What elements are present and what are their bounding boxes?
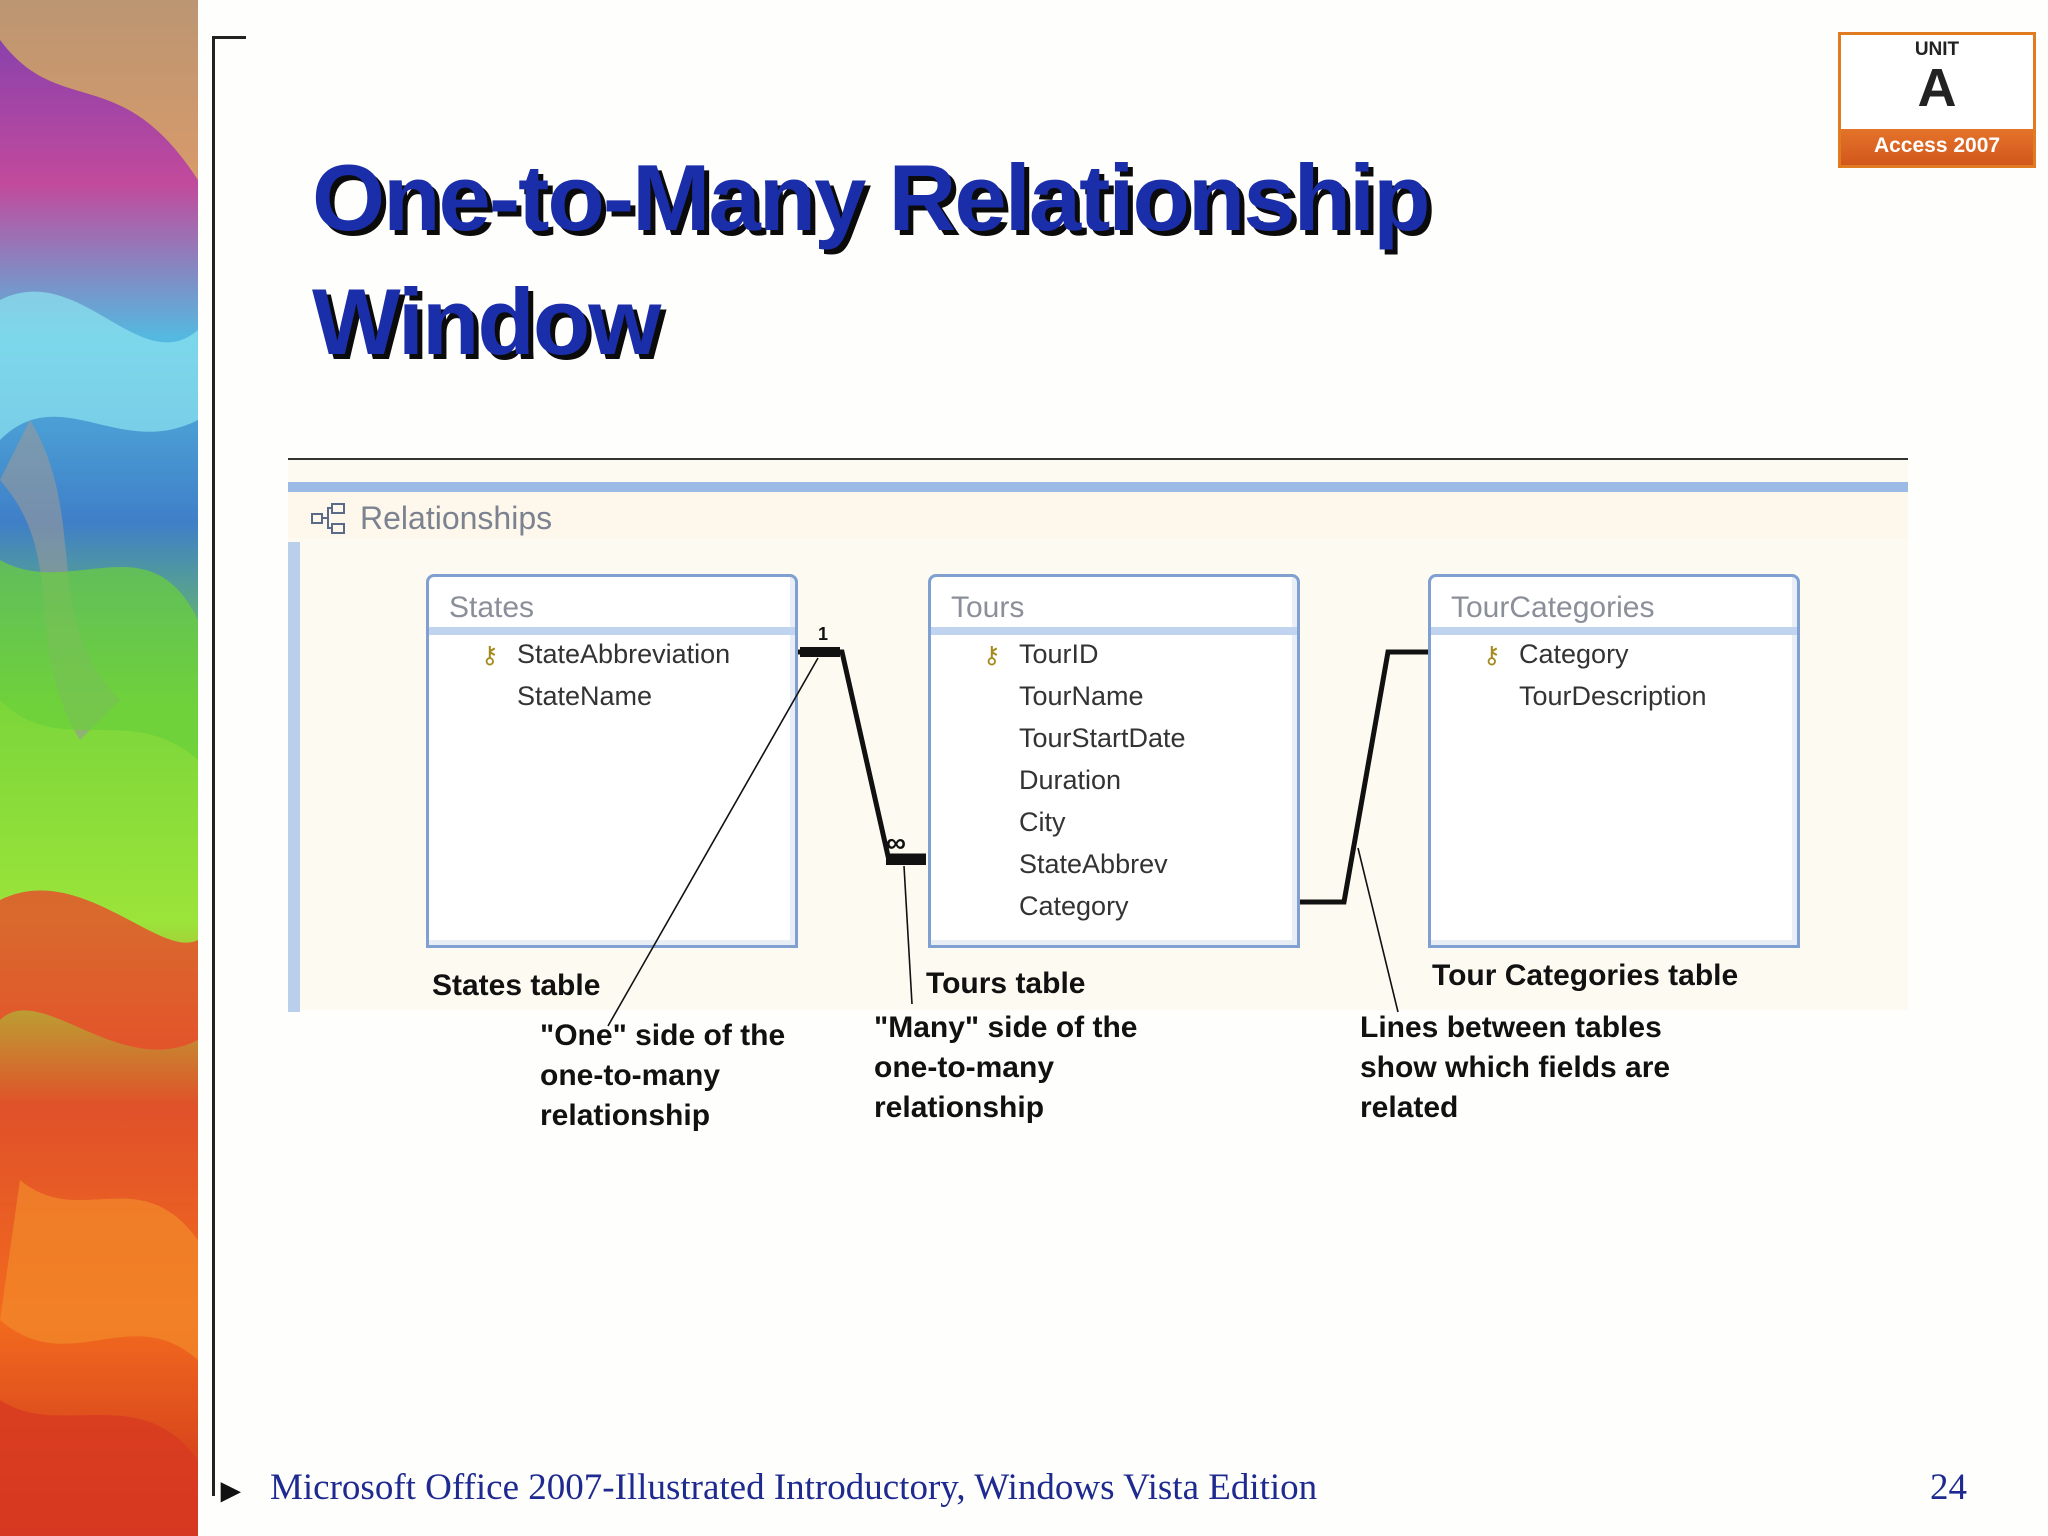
relationships-tab[interactable]: Relationships	[288, 482, 1908, 538]
field-name: TourDescription	[1519, 681, 1707, 711]
callout-line: related	[1360, 1091, 1459, 1124]
unit-badge: UNIT A Access 2007	[1838, 32, 2036, 168]
table-states[interactable]: States ⚷ StateAbbreviation StateName	[426, 574, 798, 948]
field-row[interactable]: ⚷ Category	[1431, 635, 1797, 677]
table-tours[interactable]: Tours ⚷ TourID TourName TourStartDate Dur…	[928, 574, 1300, 948]
table-title-divider	[931, 627, 1297, 635]
field-row[interactable]: TourName	[931, 677, 1297, 719]
unit-label: UNIT	[1914, 39, 1960, 60]
caption-tour-categories-table: Tour Categories table	[1432, 959, 1739, 992]
field-name: TourStartDate	[1019, 723, 1186, 753]
callout-many-side: "Many" side of the one-to-many relations…	[874, 1008, 1137, 1128]
field-name: City	[1019, 807, 1066, 837]
field-name: TourName	[1019, 681, 1144, 711]
field-row[interactable]: StateAbbrev	[931, 845, 1297, 887]
field-name: Category	[1519, 639, 1629, 669]
page-number: 24	[1930, 1467, 1967, 1508]
field-row[interactable]: StateName	[429, 677, 795, 719]
field-row[interactable]: TourStartDate	[931, 719, 1297, 761]
table-title-divider	[429, 627, 795, 635]
callout-line: relationship	[540, 1099, 711, 1132]
field-name: StateAbbreviation	[517, 639, 731, 669]
callout-one-side: "One" side of the one-to-many relationsh…	[540, 1016, 785, 1136]
callout-lines-between: Lines between tables show which fields a…	[1360, 1008, 1670, 1128]
product-label: Access 2007	[1841, 129, 2033, 165]
callout-line: relationship	[874, 1091, 1045, 1124]
callout-line: one-to-many	[874, 1051, 1054, 1084]
callout-line: one-to-many	[540, 1059, 720, 1092]
field-row[interactable]: City	[931, 803, 1297, 845]
callout-line: "Many" side of the	[874, 1011, 1138, 1044]
window-left-border	[288, 542, 300, 1012]
field-list: ⚷ Category TourDescription	[1431, 635, 1797, 719]
table-title: States	[449, 591, 535, 624]
caption-tours-table: Tours table	[926, 967, 1086, 1000]
table-title: TourCategories	[1451, 591, 1655, 624]
primary-key-icon: ⚷	[983, 642, 1001, 669]
field-row[interactable]: ⚷ StateAbbreviation	[429, 635, 795, 677]
field-row[interactable]: ⚷ TourID	[931, 635, 1297, 677]
decorative-painting	[0, 0, 198, 1536]
bullet-arrow-icon: ►	[214, 1472, 248, 1510]
slide-title: One-to-Many Relationship Window	[312, 145, 1431, 374]
primary-key-icon: ⚷	[1483, 642, 1501, 669]
unit-letter: A	[1917, 58, 1957, 118]
relationships-title: Relationships	[360, 500, 553, 536]
field-list: ⚷ StateAbbreviation StateName	[429, 635, 795, 719]
table-tourcategories[interactable]: TourCategories ⚷ Category TourDescription	[1428, 574, 1800, 948]
field-row[interactable]: Duration	[931, 761, 1297, 803]
field-name: TourID	[1019, 639, 1099, 669]
table-title-divider	[1431, 627, 1797, 635]
field-row[interactable]: Category	[931, 887, 1297, 929]
field-name: Duration	[1019, 765, 1122, 795]
footer-text: Microsoft Office 2007-Illustrated Introd…	[270, 1467, 1318, 1508]
callout-line: Lines between tables	[1360, 1011, 1662, 1044]
field-name: StateName	[517, 681, 653, 711]
callout-line: "One" side of the	[540, 1019, 786, 1052]
field-list: ⚷TourID TourName TourStartDate Duration …	[931, 635, 1297, 929]
primary-key-icon: ⚷	[481, 642, 499, 669]
field-row[interactable]: TourDescription	[1431, 677, 1797, 719]
table-title: Tours	[951, 591, 1025, 624]
slide-frame	[212, 36, 246, 1496]
callout-line: show which fields are	[1360, 1051, 1671, 1084]
relationships-icon	[311, 503, 345, 534]
field-name: Category	[1019, 891, 1129, 921]
caption-states-table: States table	[432, 969, 601, 1002]
field-name: StateAbbrev	[1019, 849, 1168, 879]
